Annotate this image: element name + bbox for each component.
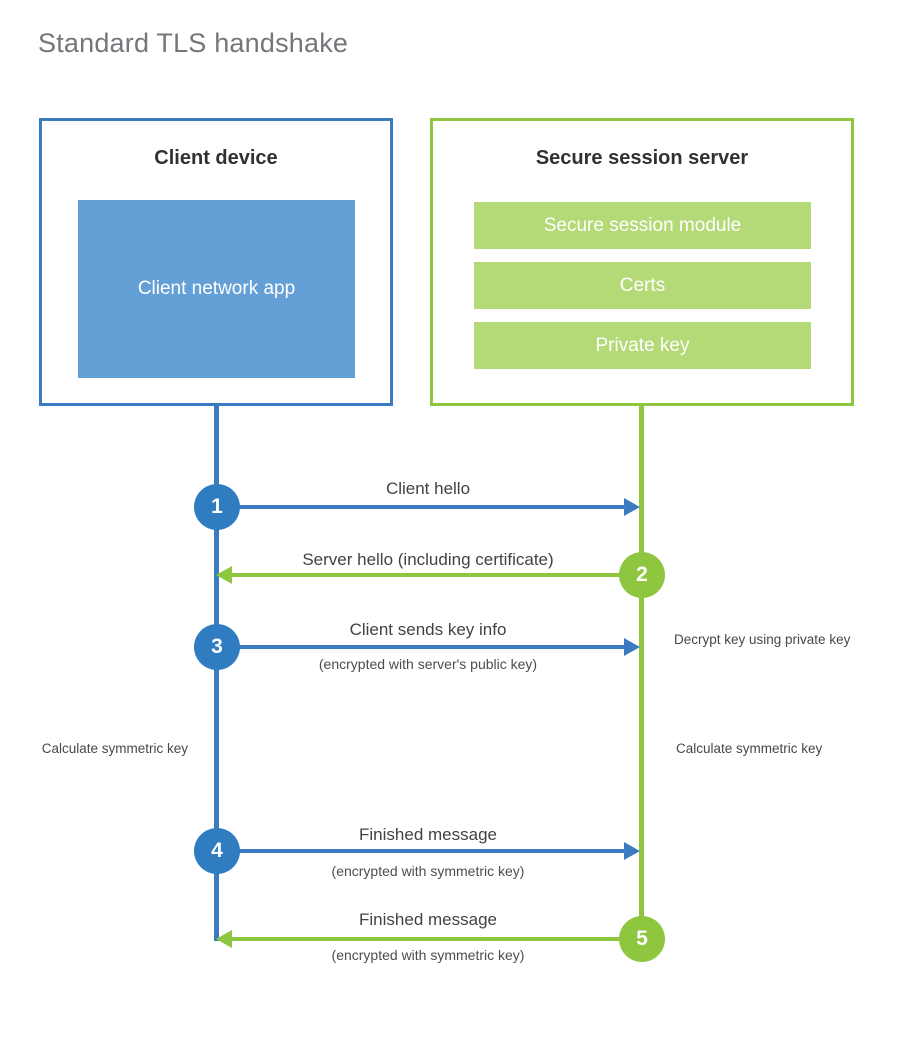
step-3-circle: 3 [194,624,240,670]
step-4-sublabel: (encrypted with symmetric key) [331,863,525,879]
step-2-arrow-head-left-icon [216,566,232,584]
step-1-arrow-head-right-icon [624,498,640,516]
client-calculate-symmetric-key-note: Calculate symmetric key [41,741,188,756]
step-5-label: Finished message [359,910,497,929]
step-2-label: Server hello (including certificate) [302,550,554,569]
step-4-arrow-line [216,849,624,853]
server-block-certs: Certs [474,262,811,309]
step-5-arrow-head-left-icon [216,930,232,948]
server-calculate-symmetric-key-note: Calculate symmetric key [676,741,823,756]
server-decrypt-note: Decrypt key using private key [674,632,851,647]
server-lifeline [639,406,644,941]
server-block-secure-session-module: Secure session module [474,202,811,249]
step-5-sublabel: (encrypted with symmetric key) [331,947,525,963]
step-3-arrow-line [216,645,624,649]
step-1-circle: 1 [194,484,240,530]
client-device-box: Client device Client network app [39,118,393,406]
page-title: Standard TLS handshake [38,28,349,58]
step-5-arrow-line [232,937,642,941]
step-2-circle: 2 [619,552,665,598]
client-network-app-block: Client network app [78,200,355,378]
step-5-circle: 5 [619,916,665,962]
server-block-private-key: Private key [474,322,811,369]
step-4-arrow-head-right-icon [624,842,640,860]
step-4-circle: 4 [194,828,240,874]
secure-session-server-title: Secure session server [535,147,749,169]
step-3-sublabel: (encrypted with server's public key) [318,656,538,672]
step-3-arrow-head-right-icon [624,638,640,656]
step-1-label: Client hello [385,479,471,498]
client-lifeline [214,406,219,941]
step-3-label: Client sends key info [349,620,507,639]
step-1-arrow-line [216,505,624,509]
step-2-arrow-line [232,573,642,577]
secure-session-server-box: Secure session server Secure session mod… [430,118,854,406]
step-4-label: Finished message [359,825,497,844]
client-device-title: Client device [154,147,278,169]
